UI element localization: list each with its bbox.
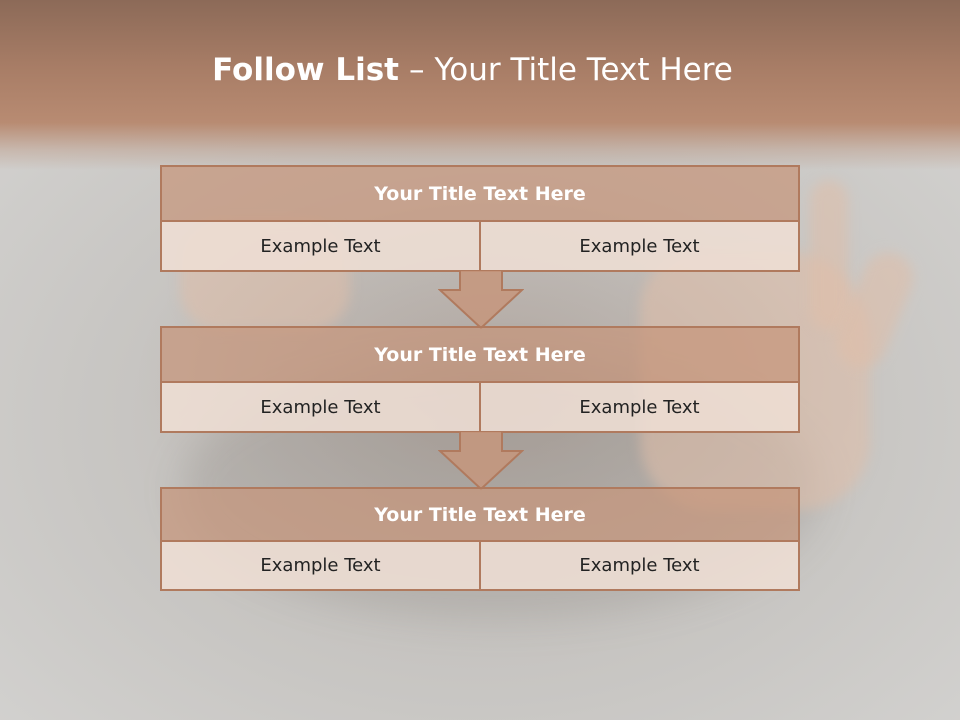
follow-block-3: Your Title Text Here Example Text Exampl… bbox=[160, 487, 800, 591]
block-title: Your Title Text Here bbox=[160, 165, 800, 222]
background-right-finger bbox=[810, 180, 848, 330]
down-arrow-icon bbox=[438, 270, 524, 330]
block-row: Example Text Example Text bbox=[160, 222, 800, 272]
block-title: Your Title Text Here bbox=[160, 326, 800, 383]
block-cell-right: Example Text bbox=[479, 222, 798, 270]
block-cell-right: Example Text bbox=[479, 542, 798, 589]
follow-block-2: Your Title Text Here Example Text Exampl… bbox=[160, 326, 800, 433]
block-cell-left: Example Text bbox=[162, 542, 479, 589]
slide-title: Follow List–Your Title Text Here bbox=[0, 52, 945, 88]
block-cell-left: Example Text bbox=[162, 383, 479, 431]
block-row: Example Text Example Text bbox=[160, 542, 800, 591]
slide-title-bold: Follow List bbox=[212, 52, 399, 88]
slide-title-rest: Your Title Text Here bbox=[434, 52, 733, 88]
follow-block-1: Your Title Text Here Example Text Exampl… bbox=[160, 165, 800, 272]
block-cell-left: Example Text bbox=[162, 222, 479, 270]
block-row: Example Text Example Text bbox=[160, 383, 800, 433]
block-cell-right: Example Text bbox=[479, 383, 798, 431]
block-title: Your Title Text Here bbox=[160, 487, 800, 542]
header-band bbox=[0, 0, 960, 170]
down-arrow-icon bbox=[438, 431, 524, 491]
slide-title-separator: – bbox=[408, 52, 425, 88]
